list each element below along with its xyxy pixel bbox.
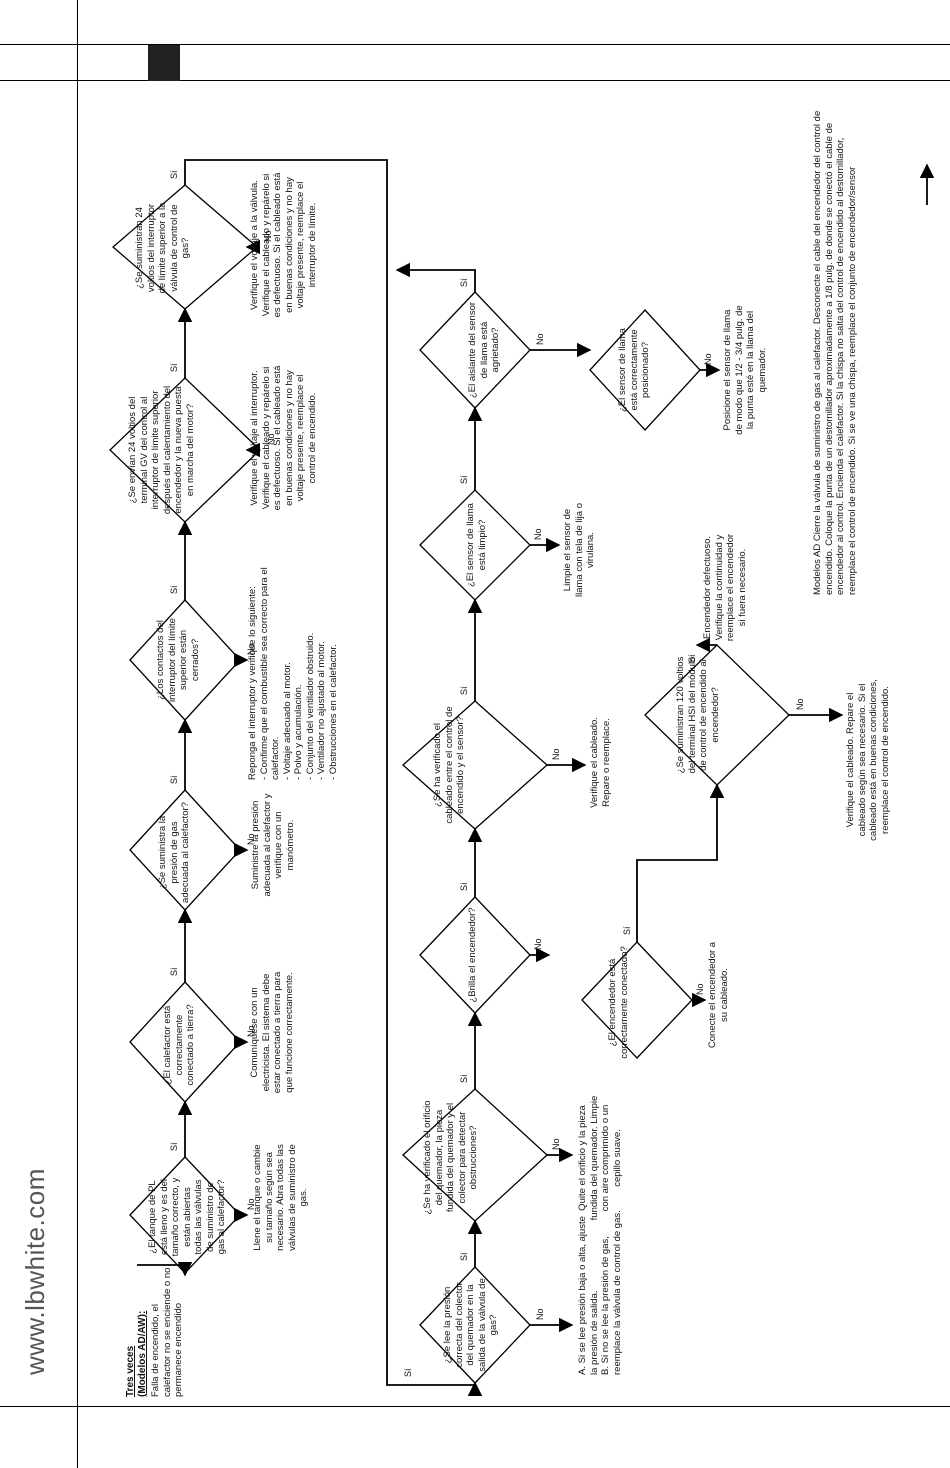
no-label-d10: No — [695, 983, 705, 995]
no-label-d13: No — [533, 528, 543, 540]
action-check-voltage-switch: Verifique el voltaje al interruptor. Ver… — [249, 365, 318, 511]
decision-24v-gv: ¿Se envían 24 voltios del terminal GV de… — [127, 385, 196, 515]
action-clean-orifice: Quite el orificio y la pieza fundida del… — [577, 1095, 623, 1221]
no-label-d4: No — [246, 643, 256, 655]
no-label-d8: No — [551, 1138, 561, 1150]
action-fill-tank: Llene el tanque o cambie su tamaño según… — [252, 1144, 309, 1251]
arrow-intro — [137, 1262, 193, 1277]
action-supply-pressure: Suministre la presión adecuada al calefa… — [250, 793, 296, 897]
top-rule — [0, 44, 950, 45]
action-position-sensor: Posicione el sensor de llama de modo que… — [722, 305, 768, 435]
decision-sensor-wiring: ¿Se ha verificado el cableado entre el c… — [432, 706, 466, 824]
connector-d6-to-d7 — [184, 159, 483, 1396]
decision-sensor-clean: ¿El sensor de llama está limpio? — [465, 503, 488, 587]
yes-label-d1: Sí — [169, 1142, 179, 1151]
bottom-rule — [0, 1406, 950, 1407]
yes-label-d14: Sí — [459, 278, 469, 287]
action-adjust-pressure: A. Si se lee presión baja o alta, ajuste… — [577, 1210, 623, 1375]
no-label-d9: No — [533, 938, 543, 950]
margin-rule — [77, 0, 78, 1468]
intro-title: Tres veces — [125, 1345, 136, 1397]
yes-label-connector: Sí — [403, 1368, 413, 1377]
decision-igniter-glow: ¿Brilla el encendedor? — [467, 907, 478, 1003]
yes-label-d4: Sí — [169, 585, 179, 594]
decision-24v-valve: ¿Se suministran 24 voltios del interrupt… — [134, 202, 191, 294]
action-check-voltage-valve: Verifique el voltaje a la válvula. Verif… — [249, 172, 318, 318]
action-final-spark-test: Modelos AD Cierre la válvula de suminist… — [812, 110, 858, 595]
yes-label-d9: Sí — [459, 882, 469, 891]
intro-text: Falla de encendido, el calefactor no se … — [150, 1267, 184, 1397]
decision-insulator-cracked: ¿El aislante del sensor de llama está ag… — [467, 301, 501, 399]
no-label-d12: No — [551, 748, 561, 760]
no-label-d6: No — [263, 230, 273, 242]
diamond-d12 — [402, 700, 548, 830]
section-tab — [148, 45, 180, 81]
decision-sensor-positioned: ¿El sensor de llama está correctamente p… — [617, 328, 651, 412]
diamond-d10 — [581, 941, 693, 1059]
yes-label-d3: Sí — [169, 775, 179, 784]
decision-tank-full: ¿El tanque de PL está lleno y es del tam… — [147, 1177, 227, 1257]
decision-120v-hsi: ¿Se suministran 120 voltios del terminal… — [675, 656, 721, 774]
arrow-d10-yes — [636, 783, 725, 942]
yes-label-d2: Sí — [169, 967, 179, 976]
action-clean-sensor: Limpie el sensor de llama con tela de li… — [562, 503, 596, 597]
decision-igniter-connected: ¿El encendedor está correctamente conect… — [607, 946, 630, 1059]
troubleshooting-flowchart: Tres veces (Modelos AD/AW): Falla de enc… — [77, 80, 950, 1405]
yes-label-d13: Sí — [459, 475, 469, 484]
yes-label-d10: Sí — [622, 926, 632, 935]
website-text: www.lbwhite.com — [20, 1168, 50, 1375]
yes-label-d12: Sí — [459, 686, 469, 695]
action-check-wiring-hsi: Verifique el cableado. Repare el cablead… — [845, 679, 891, 841]
decision-limit-contacts: ¿Los contactos del interruptor del límit… — [155, 618, 201, 702]
no-label-d2: No — [246, 1025, 256, 1037]
intro-block: Tres veces (Modelos AD/AW): Falla de enc… — [125, 1267, 185, 1397]
no-label-d15: No — [703, 353, 713, 365]
no-label-d14: No — [535, 333, 545, 345]
action-replace-igniter: Encendedor defectuoso. Verifique la cont… — [702, 533, 748, 642]
flowchart-lines — [109, 159, 935, 1396]
no-label-d1: No — [246, 1198, 256, 1210]
action-reset-switch: Reponga el interruptor y verifique lo si… — [247, 567, 339, 780]
no-label-d7: No — [535, 1308, 545, 1320]
action-check-wiring-sensor: Verifique el cableado. Repare o reemplac… — [589, 717, 612, 808]
yes-label-d7: Sí — [459, 1252, 469, 1261]
decision-gas-pressure: ¿Se suministra la presión de gas adecuad… — [157, 802, 191, 903]
yes-label-d6: Sí — [169, 170, 179, 179]
intro-subtitle: (Modelos AD/AW): — [136, 1310, 148, 1397]
decision-grounded: ¿El calefactor está correctamente conect… — [162, 1004, 196, 1086]
header-rule — [0, 80, 950, 81]
yes-label-d5: Sí — [169, 363, 179, 372]
action-connect-igniter: Conecte el encendedor a su cableado. — [707, 941, 730, 1049]
yes-label-d8: Sí — [459, 1074, 469, 1083]
yes-label-d11: Sí — [687, 654, 697, 663]
arrow-d14-yes — [395, 262, 476, 292]
no-label-d5: No — [266, 433, 276, 445]
no-label-d11: No — [795, 698, 805, 710]
decision-manifold-pressure: ¿Se lee la presión correcta del colector… — [442, 1278, 499, 1372]
no-label-d3: No — [246, 833, 256, 845]
decision-orifice-checked: ¿Se ha verificado el orificio del quemad… — [422, 1100, 479, 1215]
